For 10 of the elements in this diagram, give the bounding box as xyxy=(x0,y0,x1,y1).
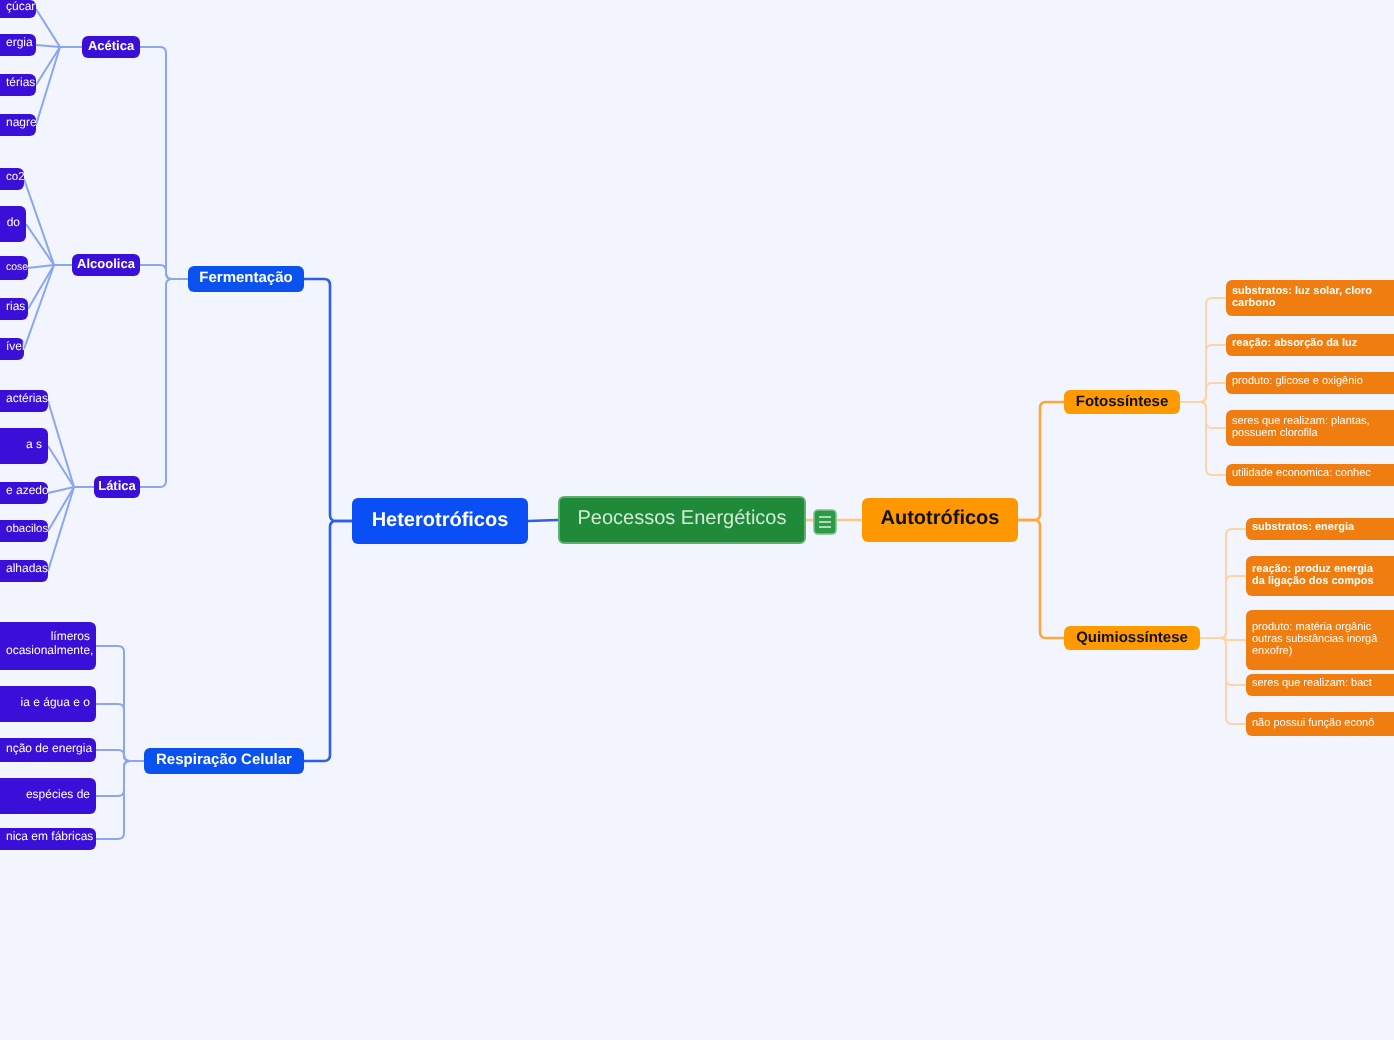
connector-line xyxy=(1179,401,1227,476)
connector-line xyxy=(95,760,145,840)
main-branch-topic: Autotróficos xyxy=(862,498,1018,542)
connector-line xyxy=(806,518,862,522)
connector-line xyxy=(23,264,73,350)
main-branch-topic: Heterotróficos xyxy=(352,498,528,544)
connector-line xyxy=(47,486,95,572)
central-topic: Peocessos Energéticos xyxy=(558,496,806,544)
connector-line xyxy=(1199,637,1247,725)
connector-line xyxy=(527,518,559,523)
